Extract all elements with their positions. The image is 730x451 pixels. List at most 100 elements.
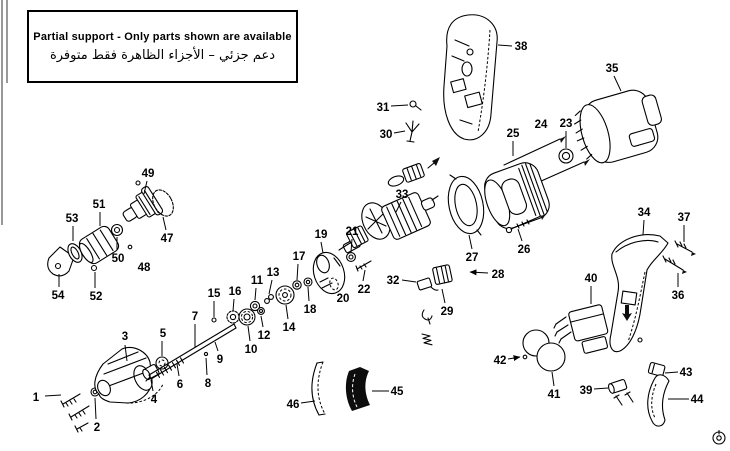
part-3-gear-case: [94, 346, 164, 404]
part-label-29: 29: [441, 306, 454, 318]
part-21-washer: [346, 252, 356, 262]
part-1-screws: [60, 393, 90, 433]
part-label-30: 30: [380, 129, 393, 141]
part-label-40: 40: [585, 273, 598, 285]
part-label-3: 3: [122, 331, 128, 343]
part-label-38: 38: [515, 41, 528, 53]
leader-line-6: [176, 363, 180, 377]
partial-support-notice: Partial support - Only parts shown are a…: [27, 10, 298, 83]
part-37-screw: [674, 240, 696, 256]
leader-line-2: [94, 397, 97, 420]
part-label-31: 31: [377, 102, 390, 114]
leader-line-47: [162, 216, 167, 231]
part-label-45: 45: [391, 386, 404, 398]
part-11-washer: [249, 300, 261, 312]
leader-line-32: [401, 279, 417, 283]
part-label-32: 32: [387, 275, 400, 287]
page-edge-lines: [1, 0, 8, 225]
part-52-ball: [90, 264, 98, 272]
part-27-baffle-ring: [447, 174, 485, 236]
part-46-drive-belt: [311, 361, 326, 416]
leader-line-4: [150, 379, 154, 392]
part-label-51: 51: [93, 199, 106, 211]
part-label-22: 22: [358, 284, 371, 296]
part-40-switch: [553, 304, 609, 354]
leader-line-26: [517, 228, 523, 242]
leader-line-29: [441, 288, 446, 304]
leader-line-41: [551, 371, 555, 387]
part-47-ring-gear: [152, 189, 174, 217]
part-label-49: 49: [142, 168, 155, 180]
part-label-39: 39: [580, 385, 593, 397]
part-label-48: 48: [138, 262, 151, 274]
part-36-screw: [662, 255, 687, 274]
leader-line-42: [507, 355, 521, 362]
part-29-brush-holder: [421, 264, 453, 346]
part-22-pin-screw: [355, 260, 372, 272]
part-18-ring: [303, 277, 313, 287]
part-label-28: 28: [492, 269, 505, 281]
leader-line-49: [143, 180, 148, 195]
leader-line-38: [497, 44, 513, 47]
part-label-44: 44: [691, 394, 704, 406]
leader-line-31: [390, 104, 409, 107]
part-15-pin: [211, 317, 217, 323]
part-12-washer: [257, 307, 265, 315]
leader-line-10: [247, 325, 251, 342]
part-label-18: 18: [304, 304, 317, 316]
part-6-9-spindle-shaft: [145, 323, 237, 382]
part-48-detent-balls: [127, 180, 141, 250]
leader-line-19: [320, 241, 324, 254]
part-49-spindle-clutch: [122, 186, 164, 222]
part-label-27: 27: [466, 252, 479, 264]
part-label-16: 16: [229, 286, 242, 298]
part-label-47: 47: [161, 233, 174, 245]
part-38-housing-cover: [443, 14, 498, 141]
leader-line-30: [393, 130, 406, 134]
notice-text-english: Partial support - Only parts shown are a…: [33, 30, 292, 43]
part-label-52: 52: [90, 291, 103, 303]
leader-line-34: [642, 219, 645, 236]
leader-line-13: [268, 279, 273, 295]
part-label-15: 15: [208, 288, 221, 300]
leader-line-33: [395, 201, 402, 213]
leader-line-8: [205, 357, 208, 376]
part-label-2: 2: [94, 422, 100, 434]
leader-line-11: [254, 287, 257, 301]
notice-text-arabic: دعم جزئي – الأجزاء الظاهرة فقط متوفرة: [49, 47, 276, 63]
part-label-19: 19: [315, 229, 328, 241]
part-label-21: 21: [346, 226, 359, 238]
part-16-washer: [226, 310, 240, 324]
leader-line-18: [307, 286, 310, 302]
part-44-cord-guard: [647, 374, 670, 427]
leader-line-28: [469, 269, 489, 276]
part-label-41: 41: [548, 389, 561, 401]
part-label-6: 6: [177, 379, 183, 391]
part-label-23: 23: [560, 118, 573, 130]
corner-logo-mark: [712, 429, 726, 445]
part-label-35: 35: [606, 63, 619, 75]
part-31-screw: [409, 100, 422, 111]
part-label-54: 54: [52, 290, 65, 302]
leader-line-16: [232, 298, 235, 312]
leader-line-35: [613, 75, 622, 92]
part-label-24: 24: [535, 119, 548, 131]
part-label-33: 33: [396, 189, 409, 201]
part-label-13: 13: [267, 267, 280, 279]
part-33-armature: [338, 192, 439, 251]
part-34-handle-housing: [609, 234, 669, 353]
part-label-17: 17: [293, 251, 306, 263]
part-label-5: 5: [160, 328, 167, 340]
leader-line-1: [44, 394, 62, 397]
part-54-nose-cup: [47, 246, 75, 277]
part-23-bearing: [558, 148, 574, 164]
part-label-11: 11: [251, 275, 264, 287]
part-17-ring: [292, 280, 302, 290]
part-label-46: 46: [287, 399, 300, 411]
part-label-1: 1: [33, 392, 40, 404]
leader-line-46: [300, 400, 316, 404]
part-label-7: 7: [192, 311, 198, 323]
